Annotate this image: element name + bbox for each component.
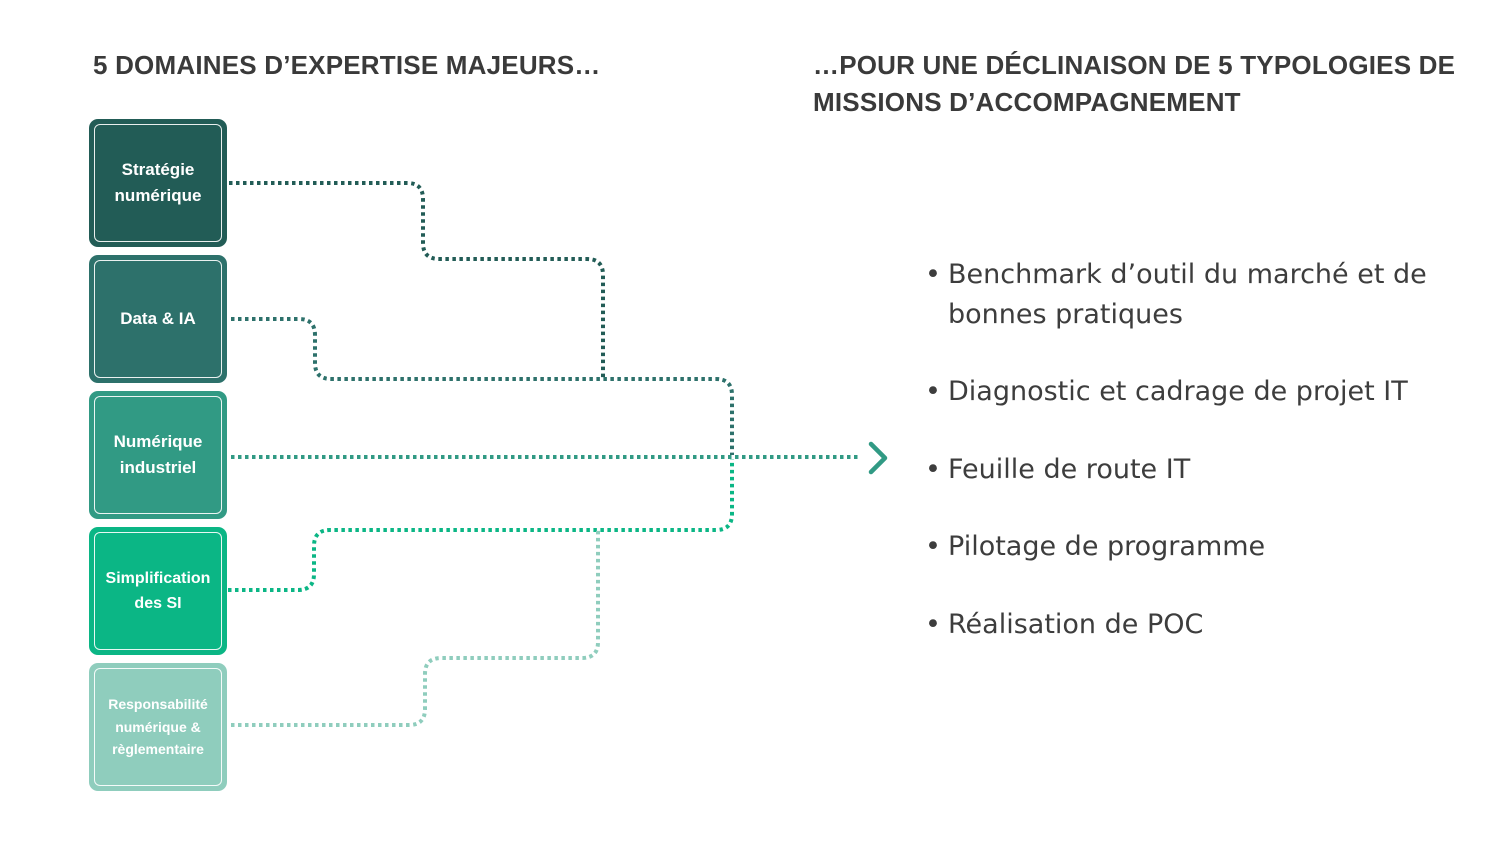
bullet-icon: • xyxy=(925,608,941,640)
mission-text: Réalisation de POC xyxy=(948,608,1204,640)
domain-box-frame: Responsabilité numérique & règlementaire xyxy=(94,668,222,786)
connector-responsabilite xyxy=(231,530,600,727)
bullet-icon: • xyxy=(925,259,941,290)
left-heading: 5 DOMAINES D’EXPERTISE MAJEURS… xyxy=(93,50,601,80)
domain-label: Responsabilité numérique & règlementaire xyxy=(108,696,208,758)
connector-data-ia xyxy=(231,317,734,455)
mission-text: Pilotage de programme xyxy=(948,531,1266,562)
domain-label: Data & IA xyxy=(120,309,196,328)
right-heading: …POUR UNE DÉCLINAISON DE 5 TYPOLOGIES DE… xyxy=(813,50,1456,117)
bullet-icon: • xyxy=(925,376,941,407)
domain-label: Numérique industriel xyxy=(113,432,203,477)
mission-item: •Pilotage de programme xyxy=(925,527,1445,567)
domain-label: Simplification des SI xyxy=(105,570,211,612)
bullet-icon: • xyxy=(925,453,941,485)
connector-strategie xyxy=(229,181,605,379)
mission-list: •Benchmark d’outil du marché et de bonne… xyxy=(925,255,1445,682)
mission-item: •Feuille de route IT xyxy=(925,450,1445,490)
domain-box-frame: Stratégie numérique xyxy=(94,124,222,242)
mission-text: Diagnostic et cadrage de projet IT xyxy=(948,376,1408,407)
domain-label: Stratégie numérique xyxy=(114,160,202,205)
domain-box-frame: Simplification des SI xyxy=(94,532,222,650)
bullet-icon: • xyxy=(925,531,941,562)
mission-text: Feuille de route IT xyxy=(948,453,1191,485)
domain-box-frame: Numérique industriel xyxy=(94,396,222,514)
mission-item: •Diagnostic et cadrage de projet IT xyxy=(925,372,1445,412)
domain-box-data-ia: Data & IA xyxy=(89,255,227,383)
mission-item: •Benchmark d’outil du marché et de bonne… xyxy=(925,255,1445,334)
domain-box-simplification-si: Simplification des SI xyxy=(89,527,227,655)
mission-text: Benchmark d’outil du marché et de bonnes… xyxy=(948,259,1427,330)
domain-box-frame: Data & IA xyxy=(94,260,222,378)
domain-box-strategie-numerique: Stratégie numérique xyxy=(89,119,227,247)
connector-simplification xyxy=(228,459,734,592)
domain-box-numerique-industriel: Numérique industriel xyxy=(89,391,227,519)
chevron-right-icon xyxy=(868,441,888,475)
domain-box-responsabilite-numerique: Responsabilité numérique & règlementaire xyxy=(89,663,227,791)
mission-item: •Réalisation de POC xyxy=(925,605,1445,645)
